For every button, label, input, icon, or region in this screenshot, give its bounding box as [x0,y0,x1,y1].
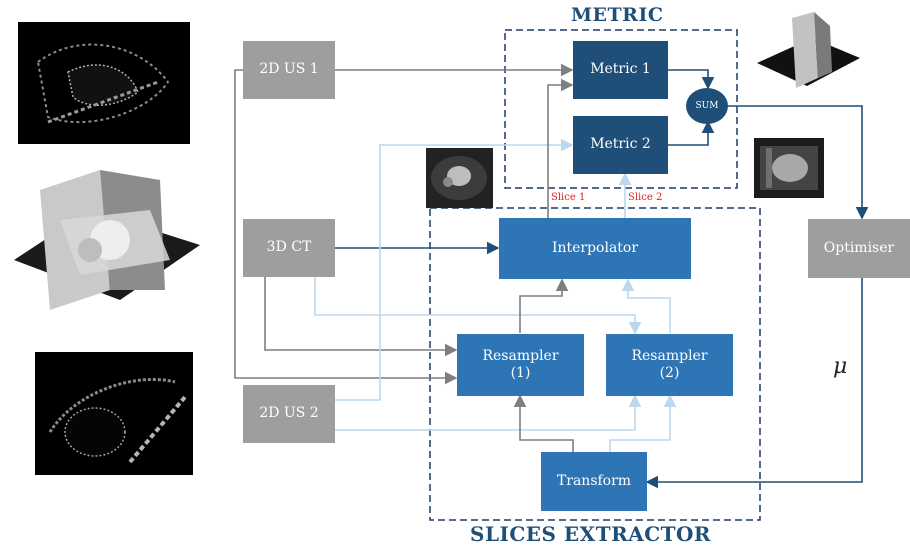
us1-node[interactable]: 2D US 1 [243,41,335,99]
ct-node[interactable]: 3D CT [243,219,335,277]
slices-extractor-title: SLICES EXTRACTOR [470,522,712,546]
mu-parameter-label: μ [833,354,848,379]
sum-node[interactable]: SUM [686,88,728,124]
slices-extractor-frame [429,207,761,521]
metric-frame [504,29,738,189]
resampler2-node[interactable]: Resampler (2) [606,334,733,396]
slice2-label: Slice 2 [628,192,663,203]
optimiser-node[interactable]: Optimiser [808,219,910,278]
resampler2-label: Resampler [631,347,708,364]
metric-3d-slices-thumbnail [752,8,862,96]
slice1-ct-thumbnail [426,148,493,208]
us-image-thumbnail-bottom [35,352,193,475]
interpolator-node[interactable]: Interpolator [499,218,691,279]
resampler1-node[interactable]: Resampler (1) [457,334,584,396]
resampler1-label: Resampler [482,347,559,364]
resampler1-index: (1) [510,365,531,381]
resampler2-index: (2) [659,365,680,381]
metric-title: METRIC [571,4,664,26]
metric2-node[interactable]: Metric 2 [573,116,668,174]
ct-3d-volume-thumbnail [0,150,212,318]
slice1-label: Slice 1 [551,192,586,203]
transform-node[interactable]: Transform [541,452,647,511]
metric1-node[interactable]: Metric 1 [573,41,668,99]
slice2-ct-thumbnail [754,138,824,198]
us2-node[interactable]: 2D US 2 [243,385,335,443]
us-image-thumbnail-top [18,22,190,144]
